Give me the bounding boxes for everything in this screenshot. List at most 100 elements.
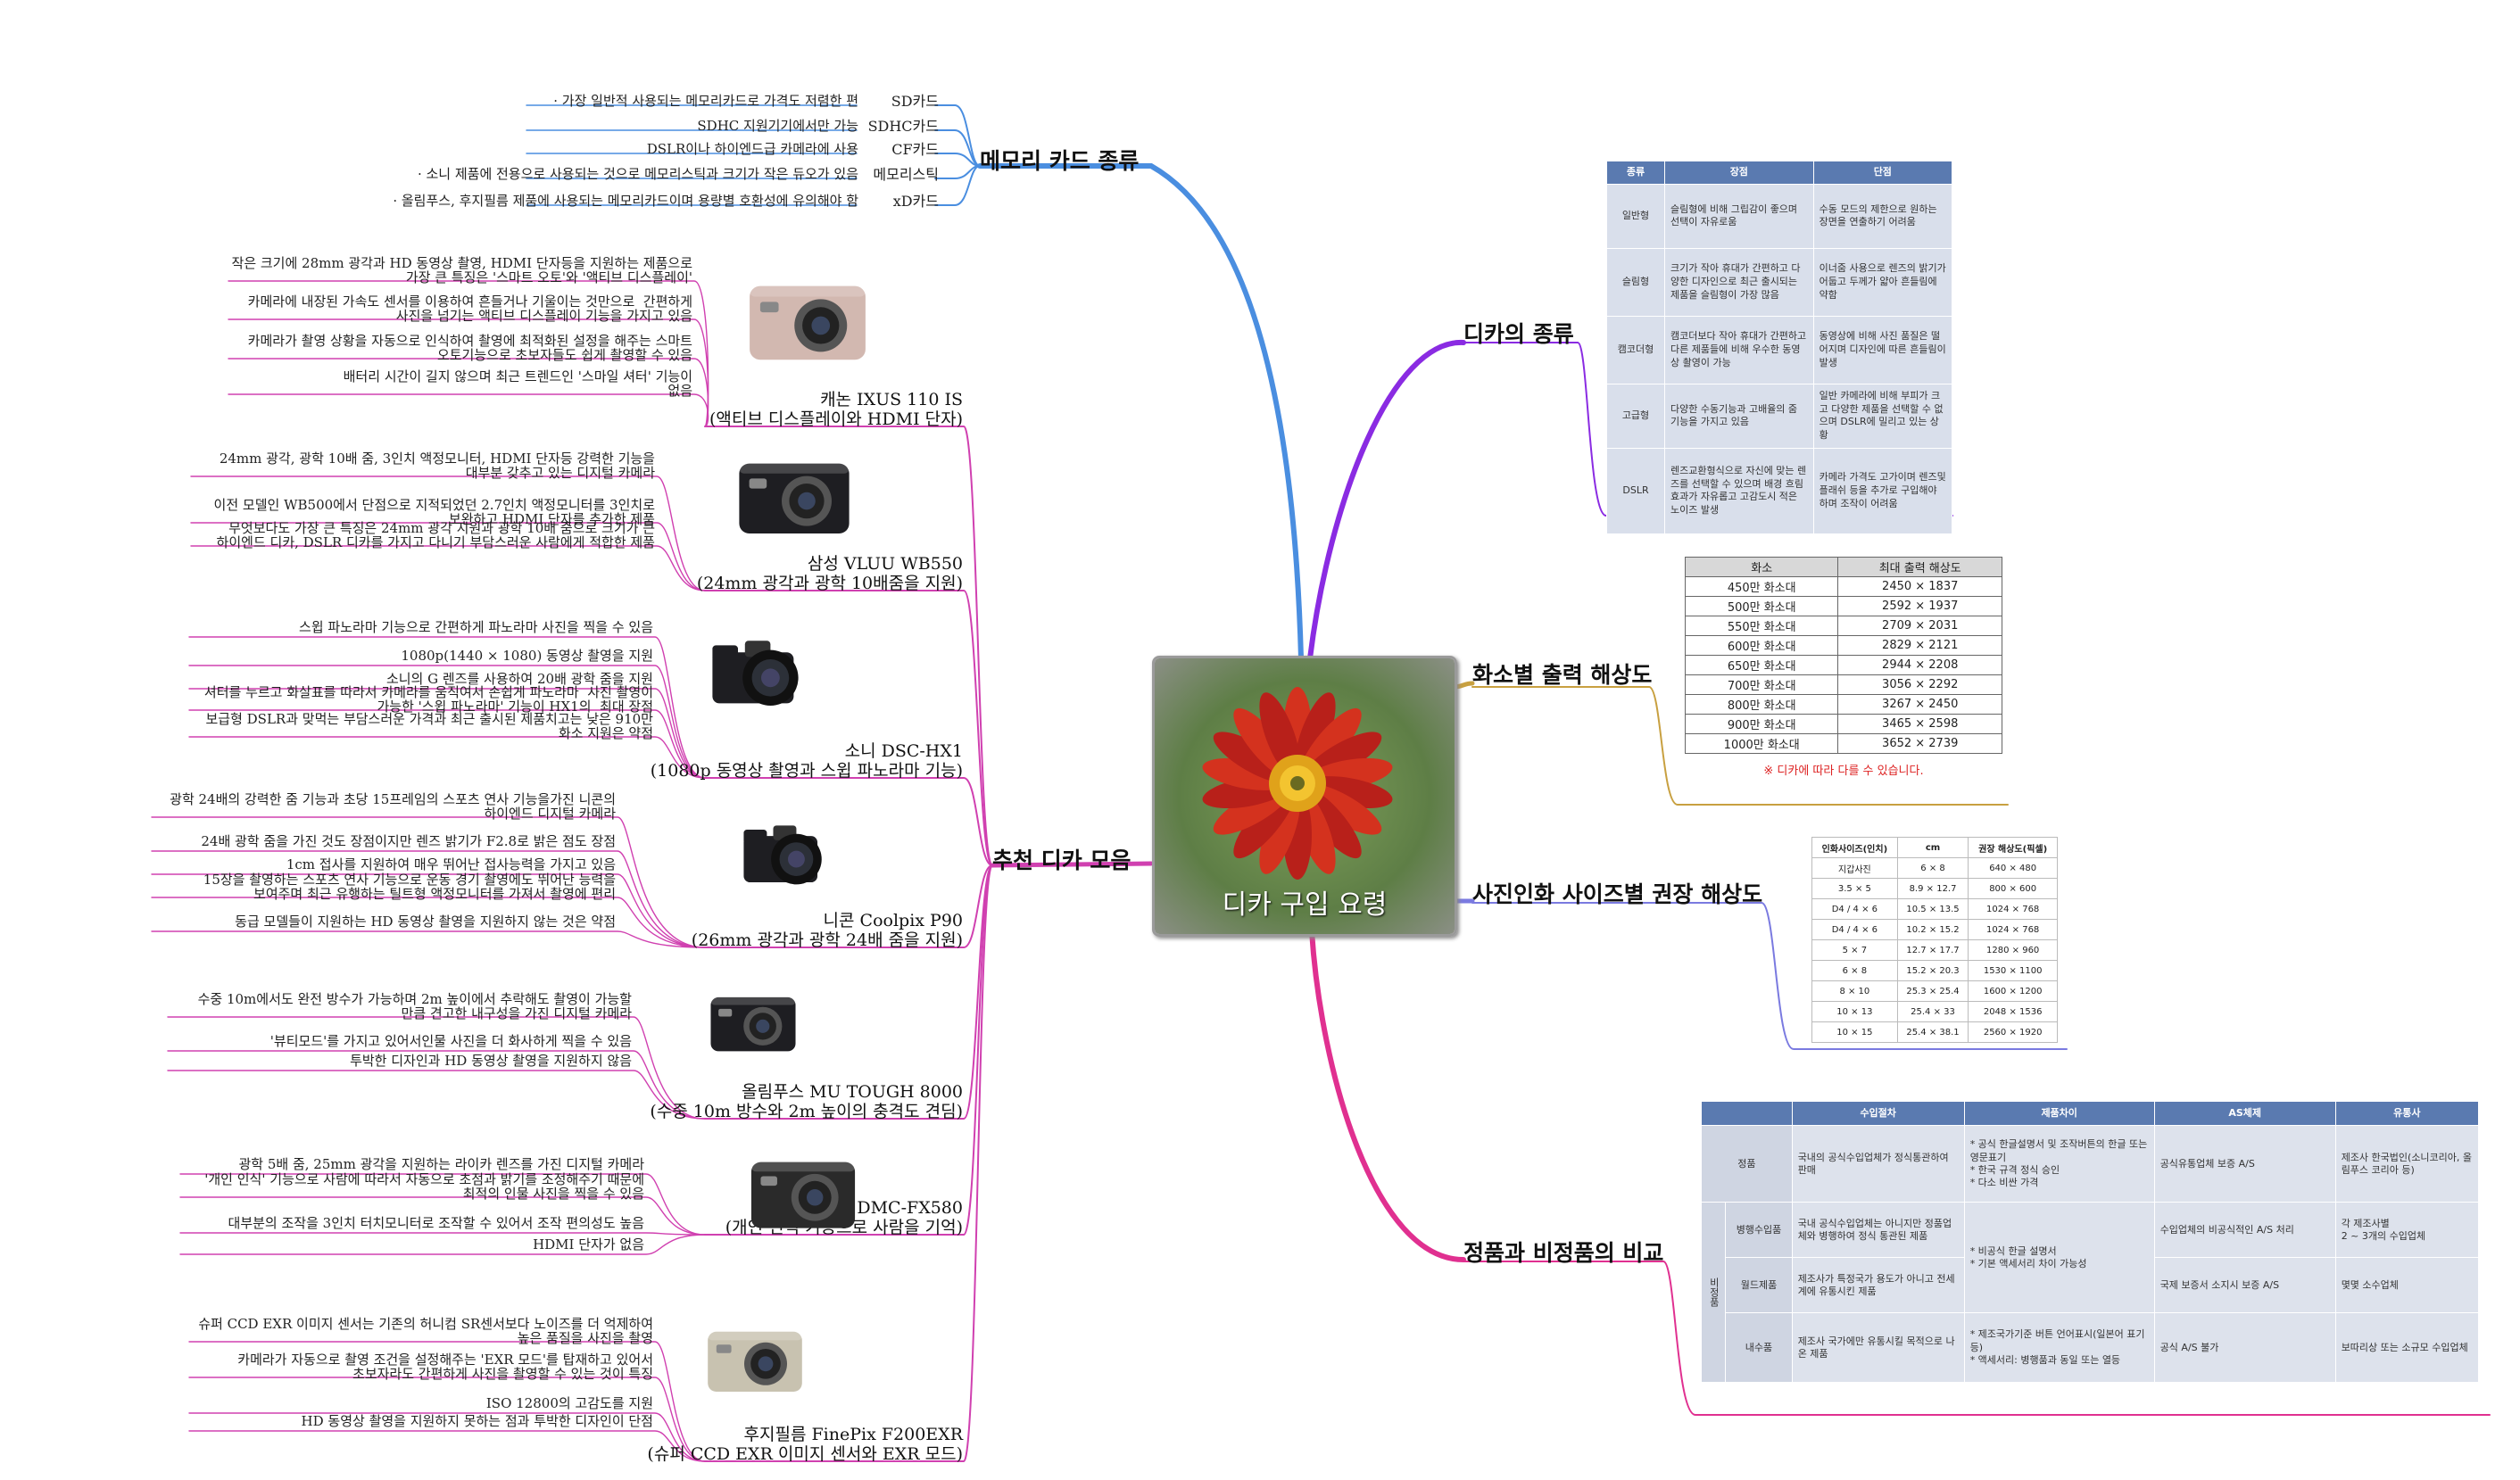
branch-print-size[interactable]: 사진인화 사이즈별 권장 해상도 — [1472, 881, 1763, 907]
row-label: 내수품 — [1725, 1312, 1793, 1384]
resolution-note: ※ 디카에 따라 다를 수 있습니다. — [1763, 765, 1924, 778]
branch-recommend[interactable]: 추천 디카 모음 — [992, 847, 1132, 873]
col-header: 인화사이즈(인치) — [1811, 837, 1898, 858]
table-cell: 1024 × 768 — [1968, 898, 2058, 920]
col-header: 수입절차 — [1791, 1100, 1965, 1127]
camera-subtitle: (24mm 광각과 광학 10배줌을 지원) — [696, 574, 963, 593]
camera-point: 슈퍼 CCD EXR 이미지 센서는 기존의 허니컴 SR센서보다 노이즈를 더… — [198, 1316, 653, 1347]
table-cell: 8 × 10 — [1811, 980, 1898, 1002]
link-memory-item — [934, 165, 981, 206]
camera-subtitle: (슈퍼 CCD EXR 이미지 센서와 EXR 모드) — [647, 1444, 963, 1464]
table-cell: 2944 × 2208 — [1837, 655, 2002, 675]
table-cell: 500만 화소대 — [1684, 596, 1839, 616]
table-cell: 보따리상 또는 소규모 수입업체 — [2334, 1312, 2480, 1384]
link-camera-point — [179, 1232, 706, 1236]
memory-card-desc: · 가장 일반적 사용되는 메모리카드로 가격도 저렴한 편 — [553, 93, 858, 109]
link-camera — [704, 864, 993, 948]
center-title: 디카 구입 요령 — [1222, 889, 1388, 921]
center-topic[interactable]: 디카 구입 요령 — [1152, 656, 1457, 937]
camera-name[interactable]: 캐논 IXUS 110 IS — [820, 390, 963, 409]
table-cell: 1280 × 960 — [1968, 939, 2058, 961]
link-camera-point — [151, 873, 706, 948]
camera-name[interactable]: 소니 DSC-HX1 — [844, 741, 963, 761]
col-header: AS체제 — [2153, 1100, 2336, 1127]
table-cell: 900만 화소대 — [1684, 714, 1839, 734]
branch-genuine[interactable]: 정품과 비정품의 비교 — [1463, 1240, 1664, 1266]
camera-image-7 — [708, 1331, 802, 1392]
link-camera-point — [228, 393, 709, 427]
table-cell: 각 제조사별 2 ~ 3개의 수입업체 — [2334, 1202, 2480, 1259]
genuine-table: 수입절차 제품차이 AS체제 유통사 정품 국내의 공식수입업체가 정식통관하여… — [1700, 1100, 2480, 1384]
table-cell: 5 × 7 — [1811, 939, 1898, 961]
camera-name[interactable]: 삼성 VLUU WB550 — [807, 554, 963, 574]
table-cell: 1000만 화소대 — [1684, 733, 1839, 754]
camera-subtitle: (1080p 동영상 촬영과 스윕 파노라마 기능) — [650, 761, 963, 781]
link-memory-item — [934, 129, 981, 167]
table-cell: 12.7 × 17.7 — [1896, 939, 1969, 961]
camera-point: 소니의 G 렌즈를 사용하여 20배 광학 줌을 지원 — [385, 671, 653, 687]
link-camera-point — [151, 816, 706, 948]
memory-card-type[interactable]: 메모리스틱 — [873, 166, 939, 183]
camera-point: 작은 크기에 28mm 광각과 HD 동영상 촬영, HDMI 단자등을 지원하… — [231, 255, 692, 286]
link-res-table — [1648, 686, 2009, 806]
table-cell: 1530 × 1100 — [1968, 960, 2058, 981]
memory-card-type[interactable]: xD카드 — [892, 193, 939, 210]
table-cell: 3652 × 2739 — [1837, 733, 2002, 754]
col-header: 장점 — [1664, 161, 1814, 185]
col-header: cm — [1896, 837, 1969, 858]
link-camera-point — [151, 850, 706, 948]
table-cell: 600만 화소대 — [1684, 635, 1839, 656]
camera-subtitle: (액티브 디스플레이와 HDMI 단자) — [709, 409, 963, 429]
row-label: DSLR — [1606, 447, 1665, 534]
link-camera — [704, 777, 993, 866]
link-camera-point — [188, 1341, 706, 1462]
memory-card-desc: · 올림푸스, 후지필름 제품에 사용되는 메모리카드이며 용량별 호환성에 유… — [393, 193, 858, 209]
col-header: 최대 출력 해상도 — [1837, 557, 2002, 577]
memory-card-type[interactable]: SDHC카드 — [867, 118, 939, 135]
link-camera-point — [188, 709, 706, 779]
link-camera-point — [188, 1377, 706, 1462]
link-camera-types — [1307, 339, 1466, 661]
table-cell: 공식 A/S 불가 — [2153, 1312, 2336, 1384]
camera-point: 1080p(1440 × 1080) 동영상 촬영을 지원 — [401, 648, 653, 664]
camera-name[interactable]: 후지필름 FinePix F200EXR — [743, 1425, 963, 1444]
camera-point: HDMI 단자가 없음 — [533, 1236, 644, 1253]
table-cell: 3267 × 2450 — [1837, 694, 2002, 715]
memory-card-type[interactable]: SD카드 — [891, 93, 939, 110]
memory-card-type[interactable]: CF카드 — [891, 141, 939, 158]
camera-image-4 — [743, 825, 822, 885]
camera-name[interactable]: 올림푸스 MU TOUGH 8000 — [742, 1082, 963, 1102]
camera-point: 동급 모델들이 지원하는 HD 동영상 촬영을 지원하지 않는 것은 약점 — [235, 914, 616, 930]
camera-point: '뷰티모드'를 가지고 있어서인물 사진을 더 화사하게 찍을 수 있음 — [269, 1033, 632, 1049]
table-cell: 1024 × 768 — [1968, 919, 2058, 940]
table-cell: 캠코더보다 작아 휴대가 간편하고 다른 제품들에 비해 우수한 동영상 촬영이… — [1664, 315, 1814, 384]
branch-memory-card[interactable]: 메모리 카드 종류 — [980, 148, 1140, 174]
col-header: 유통사 — [2334, 1100, 2480, 1127]
branch-camera-types[interactable]: 디카의 종류 — [1463, 321, 1574, 347]
link-print-table — [1761, 902, 2068, 1050]
memory-card-desc: · 소니 제품에 전용으로 사용되는 것으로 메모리스틱과 크기가 작은 듀오가… — [417, 166, 858, 182]
table-cell: 일반 카메라에 비해 부피가 크고 다양한 제품을 선택할 수 없으며 DSLR… — [1812, 383, 1953, 449]
camera-name[interactable]: 니콘 Coolpix P90 — [823, 911, 963, 930]
col-header: 권장 해상도(픽셀) — [1968, 837, 2058, 858]
table-cell: 다양한 수동기능과 고배율의 줌 기능을 가지고 있음 — [1664, 383, 1814, 449]
branch-resolution[interactable]: 화소별 출력 해상도 — [1472, 662, 1653, 688]
table-cell: 국내의 공식수입업체가 정식통관하여 판매 — [1791, 1125, 1965, 1203]
col-header: 제품차이 — [1963, 1100, 2155, 1127]
camera-subtitle: (26mm 광각과 광학 24배 줌을 지원) — [691, 930, 963, 950]
table-cell: 1600 × 1200 — [1968, 980, 2058, 1002]
